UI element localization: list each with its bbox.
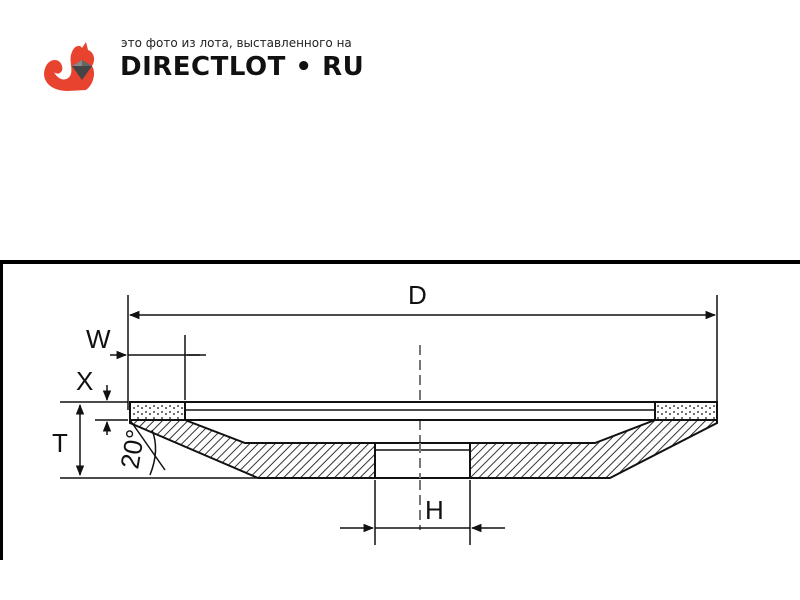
directlot-watermark: это фото из лота, выставленного на DIREC…	[20, 20, 365, 103]
wheel-top-plate	[184, 401, 656, 421]
angle-arc	[149, 429, 157, 476]
abrasive-layer-right	[654, 401, 718, 421]
watermark-brand: DIRECTLOT • RU	[120, 52, 364, 82]
brand-dot: •	[295, 52, 313, 82]
label-w: W	[86, 324, 111, 354]
label-d: D	[408, 280, 427, 310]
wheel-bore	[374, 442, 471, 479]
brand-domain: RU	[322, 52, 365, 82]
label-t: T	[52, 428, 68, 458]
label-x: X	[76, 366, 93, 396]
watermark-caption: это фото из лота, выставленного на	[121, 36, 352, 50]
brand-name: DIRECTLOT	[120, 52, 286, 82]
abrasive-layer-left	[129, 401, 186, 421]
label-h: H	[425, 495, 444, 525]
grinding-wheel-drawing: D W X T H 20°	[52, 280, 718, 545]
label-angle: 20°	[114, 427, 150, 471]
squirrel-diamond-icon	[44, 42, 95, 91]
